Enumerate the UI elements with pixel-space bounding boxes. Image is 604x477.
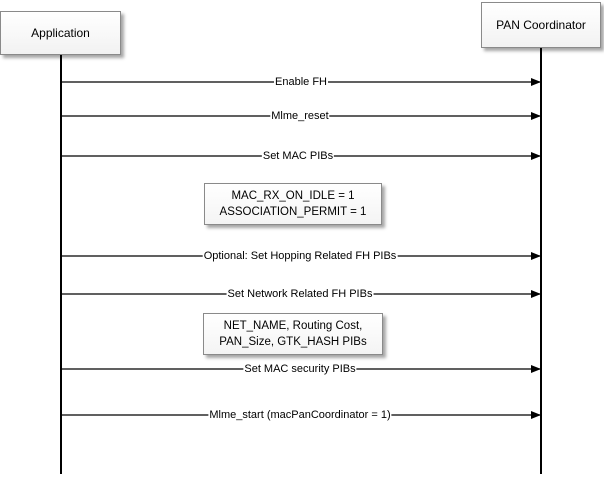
pan-coordinator-actor-label: PAN Coordinator [496, 18, 586, 32]
message-label-optional-hopping: Optional: Set Hopping Related FH PIBs [202, 250, 398, 262]
application-actor-label: Application [31, 26, 90, 40]
note-line: NET_NAME, Routing Cost, [223, 320, 363, 332]
note-line: MAC_RX_ON_IDLE = 1 [231, 190, 355, 202]
message-label-mlme-reset: Mlme_reset [270, 110, 330, 122]
note-mac-rx-association: MAC_RX_ON_IDLE = 1 ASSOCIATION_PERMIT = … [204, 183, 382, 225]
message-label-network-fh: Set Network Related FH PIBs [226, 288, 374, 300]
application-actor-box: Application [0, 11, 121, 55]
message-label-mlme-start: Mlme_start (macPanCoordinator = 1) [208, 409, 392, 421]
note-line: ASSOCIATION_PERMIT = 1 [219, 206, 367, 218]
message-label-enable-fh: Enable FH [274, 76, 328, 88]
note-line: PAN_Size, GTK_HASH PIBs [219, 336, 367, 348]
message-label-mac-security: Set MAC security PIBs [243, 363, 357, 375]
note-net-name-routing: NET_NAME, Routing Cost, PAN_Size, GTK_HA… [203, 313, 383, 355]
message-label-set-mac-pibs: Set MAC PIBs [261, 150, 335, 162]
pan-coordinator-actor-box: PAN Coordinator [481, 2, 601, 48]
